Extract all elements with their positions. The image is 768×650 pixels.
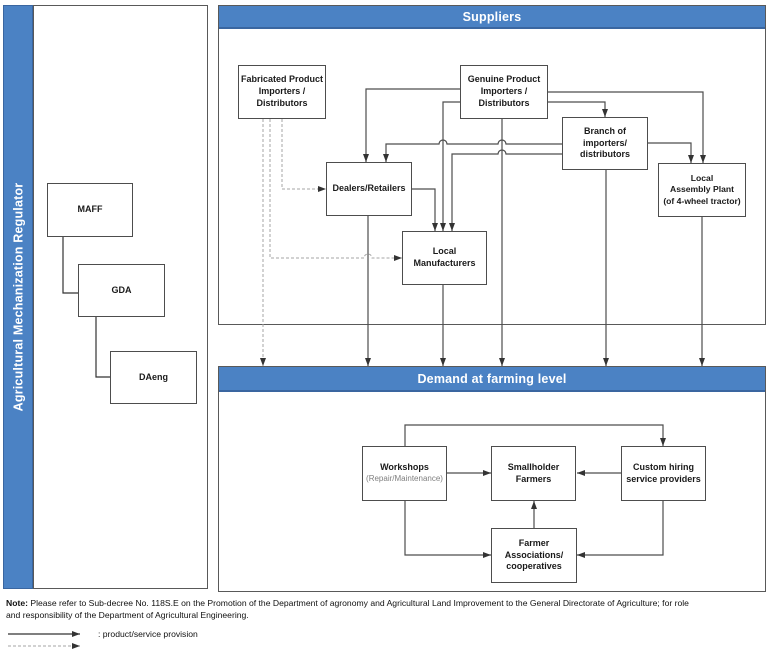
node-custom-hiring: Custom hiring service providers [621,446,706,501]
footnote-label: Note: [6,598,28,608]
legend-solid-label: : product/service provision [98,629,198,639]
node-local-manufacturers: Local Manufacturers [402,231,487,285]
suppliers-header: Suppliers [219,6,765,29]
footnote-text: Please refer to Sub-decree No. 118S.E on… [6,598,689,621]
legend-arrows [8,631,80,649]
footnote: Note: Please refer to Sub-decree No. 118… [6,597,764,622]
node-branch-importers: Branch of importers/ distributors [562,117,648,170]
node-dealers-retailers: Dealers/Retailers [326,162,412,216]
node-assembly-plant: Local Assembly Plant (of 4-wheel tractor… [658,163,746,217]
regulator-title-bar: Agricultural Mechanization Regulator [3,5,33,589]
node-farmer-associations: Farmer Associations/ cooperatives [491,528,577,583]
node-smallholder-farmers: Smallholder Farmers [491,446,576,501]
node-genuine-importers: Genuine Product Importers / Distributors [460,65,548,119]
node-fabricated-importers: Fabricated Product Importers / Distribut… [238,65,326,119]
workshops-sublabel: (Repair/Maintenance) [366,474,443,484]
workshops-label: Workshops [380,462,429,473]
node-maff: MAFF [47,183,133,237]
node-workshops: Workshops (Repair/Maintenance) [362,446,447,501]
node-gda: GDA [78,264,165,317]
demand-header: Demand at farming level [219,367,765,392]
node-daeng: DAeng [110,351,197,404]
regulator-title: Agricultural Mechanization Regulator [11,182,26,412]
